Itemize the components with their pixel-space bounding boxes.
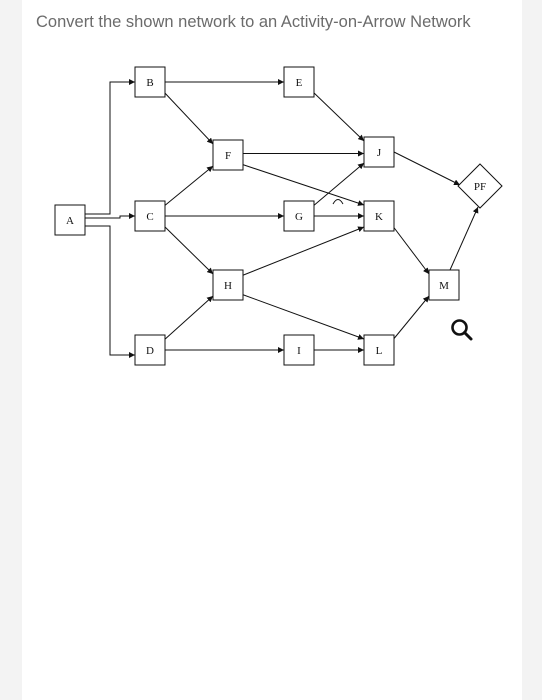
edge-crossing-hop — [332, 199, 344, 205]
node-g-label: G — [295, 211, 303, 223]
node-pf: PF — [457, 163, 503, 209]
edge-a-b — [85, 79, 135, 215]
node-e-label: E — [296, 77, 303, 89]
edge-c-f — [162, 165, 214, 208]
node-b: B — [134, 66, 166, 98]
edge-d-h — [162, 295, 214, 342]
node-i: I — [283, 334, 315, 366]
node-k: K — [363, 200, 395, 232]
edge-k-m — [391, 224, 430, 275]
node-d-shape — [134, 334, 166, 366]
node-c-shape — [134, 200, 166, 232]
node-pf-label: PF — [474, 181, 486, 193]
edge-h-l — [240, 293, 365, 340]
node-e: E — [283, 66, 315, 98]
node-d-label: D — [146, 345, 154, 357]
node-f: F — [212, 139, 244, 171]
node-c-label: C — [146, 211, 153, 223]
node-a-shape — [54, 204, 86, 236]
node-a-label: A — [66, 215, 74, 227]
node-l-label: L — [376, 345, 383, 357]
edge-h-k — [240, 226, 365, 277]
node-d: D — [134, 334, 166, 366]
node-h-shape — [212, 269, 244, 301]
node-m-shape — [428, 269, 460, 301]
question-text: Convert the shown network to an Activity… — [36, 13, 471, 31]
node-h: H — [212, 269, 244, 301]
node-m-label: M — [439, 280, 449, 292]
node-i-shape — [283, 334, 315, 366]
node-k-shape — [363, 200, 395, 232]
node-g: G — [283, 200, 315, 232]
edge-b-f — [162, 90, 214, 145]
edge-e-j — [311, 90, 365, 142]
node-h-label: H — [224, 280, 232, 292]
node-f-shape — [212, 139, 244, 171]
node-b-label: B — [146, 77, 153, 89]
node-l: L — [363, 334, 395, 366]
node-c: C — [134, 200, 166, 232]
edge-c-h — [162, 224, 214, 275]
node-j-label: J — [377, 147, 382, 159]
node-m: M — [428, 269, 460, 301]
node-e-shape — [283, 66, 315, 98]
node-l-shape — [363, 334, 395, 366]
edge-l-m — [391, 295, 430, 342]
node-j: J — [363, 136, 395, 168]
edge-a-c — [85, 213, 135, 219]
node-b-shape — [134, 66, 166, 98]
node-k-label: K — [375, 211, 383, 223]
node-j-shape — [363, 136, 395, 168]
node-pf-shape — [457, 163, 503, 209]
node-f-label: F — [225, 150, 231, 162]
zoom-button[interactable] — [448, 316, 476, 344]
node-a: A — [54, 204, 86, 236]
search-icon — [451, 319, 473, 341]
node-i-label: I — [297, 345, 301, 357]
edge-m-pf — [449, 206, 479, 271]
edge-a-d — [85, 225, 135, 358]
node-g-shape — [283, 200, 315, 232]
edge-j-pf — [393, 151, 461, 186]
edge-f-k — [240, 163, 365, 206]
edge-g-j — [311, 162, 365, 208]
